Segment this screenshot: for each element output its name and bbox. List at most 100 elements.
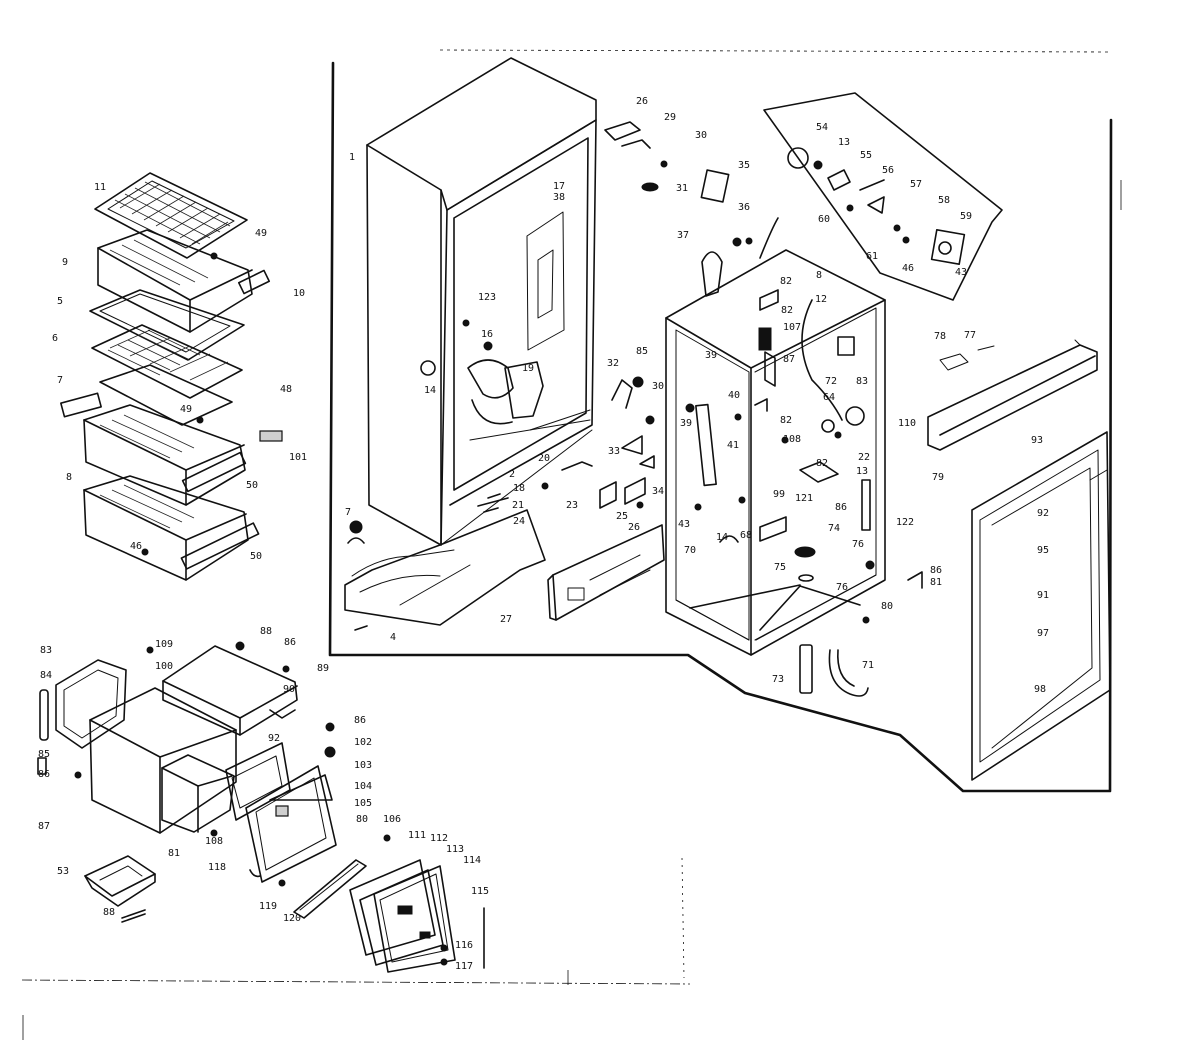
part-number-label: 31 (676, 183, 688, 194)
part-number-label: 10 (293, 288, 305, 299)
part-number-label: 30 (652, 381, 664, 392)
part-number-label: 43 (955, 267, 967, 278)
part-number-label: 81 (930, 577, 942, 588)
cabinet-shell (344, 57, 668, 631)
part-number-label: 83 (856, 376, 868, 387)
part-number-label: 7 (345, 507, 351, 518)
part-number-label: 90 (283, 684, 295, 695)
part-number-label: 54 (816, 122, 828, 133)
part-number-label: 8 (816, 270, 822, 281)
part-number-label: 6 (52, 333, 58, 344)
part-number-label: 32 (607, 358, 619, 369)
part-number-label: 92 (268, 733, 280, 744)
part-number-label: 85 (38, 749, 50, 760)
part-number-label: 34 (652, 486, 664, 497)
part-number-label: 84 (40, 670, 52, 681)
part-number-label: 40 (728, 390, 740, 401)
part-number-label: 116 (455, 940, 473, 951)
part-number-label: 50 (246, 480, 258, 491)
diagram-border (21, 49, 1122, 1040)
part-number-label: 74 (828, 523, 840, 534)
part-number-label: 81 (168, 848, 180, 859)
door-assembly (927, 339, 1111, 781)
part-number-label: 46 (130, 541, 142, 552)
part-number-label: 80 (356, 814, 368, 825)
part-number-label: 82 (780, 415, 792, 426)
fresh-food-liner (665, 217, 886, 697)
part-number-label: 98 (1034, 684, 1046, 695)
part-number-label: 49 (255, 228, 267, 239)
part-number-label: 4 (390, 632, 396, 643)
part-number-label: 9 (62, 257, 68, 268)
part-number-label: 102 (354, 737, 372, 748)
hardware-fasteners (420, 169, 923, 624)
part-number-label: 22 (858, 452, 870, 463)
part-number-label: 95 (1037, 545, 1049, 556)
part-number-label: 89 (317, 663, 329, 674)
part-number-label: 99 (773, 489, 785, 500)
part-number-label: 70 (684, 545, 696, 556)
part-number-label: 24 (513, 516, 525, 527)
part-number-label: 59 (960, 211, 972, 222)
part-number-label: 75 (774, 562, 786, 573)
part-number-label: 13 (856, 466, 868, 477)
part-number-label: 14 (424, 385, 436, 396)
part-number-label: 86 (930, 565, 942, 576)
part-number-label: 17 (553, 181, 565, 192)
part-number-label: 72 (825, 376, 837, 387)
part-number-label: 82 (816, 458, 828, 469)
part-number-label: 43 (678, 519, 690, 530)
part-number-label: 112 (430, 833, 448, 844)
part-number-label: 108 (783, 434, 801, 445)
part-number-label: 26 (636, 96, 648, 107)
part-number-label: 107 (783, 322, 801, 333)
part-number-label: 97 (1037, 628, 1049, 639)
part-number-label: 8 (66, 472, 72, 483)
part-number-label: 25 (616, 511, 628, 522)
part-number-label: 71 (862, 660, 874, 671)
part-number-label: 79 (932, 472, 944, 483)
part-number-label: 77 (964, 330, 976, 341)
part-number-label: 109 (155, 639, 173, 650)
part-number-label: 39 (680, 418, 692, 429)
part-number-label: 82 (780, 276, 792, 287)
part-number-label: 87 (783, 354, 795, 365)
part-number-label: 18 (513, 483, 525, 494)
part-number-label: 92 (1037, 508, 1049, 519)
part-number-label: 16 (481, 329, 493, 340)
part-number-label: 13 (838, 137, 850, 148)
part-number-label: 88 (103, 907, 115, 918)
part-number-label: 58 (938, 195, 950, 206)
part-number-label: 1 (349, 152, 355, 163)
part-number-label: 76 (836, 582, 848, 593)
part-number-label: 29 (664, 112, 676, 123)
part-number-label: 39 (705, 350, 717, 361)
part-number-label: 38 (553, 192, 565, 203)
part-number-label: 86 (835, 502, 847, 513)
part-number-label: 100 (155, 661, 173, 672)
part-number-label: 104 (354, 781, 372, 792)
part-number-label: 12 (815, 294, 827, 305)
part-number-label: 30 (695, 130, 707, 141)
part-number-label: 68 (740, 530, 752, 541)
part-number-label: 61 (866, 251, 878, 262)
part-number-label: 105 (354, 798, 372, 809)
part-number-label: 48 (280, 384, 292, 395)
part-number-label: 106 (383, 814, 401, 825)
part-number-label: 103 (354, 760, 372, 771)
part-number-label: 86 (284, 637, 296, 648)
part-number-label: 82 (781, 305, 793, 316)
part-number-label: 86 (354, 715, 366, 726)
part-number-label: 86 (38, 769, 50, 780)
part-number-label: 19 (522, 363, 534, 374)
part-number-label: 121 (795, 493, 813, 504)
part-number-label: 119 (259, 901, 277, 912)
part-number-label: 53 (57, 866, 69, 877)
part-number-label: 56 (882, 165, 894, 176)
part-number-label: 2 (509, 469, 515, 480)
part-number-label: 20 (538, 453, 550, 464)
part-number-label: 57 (910, 179, 922, 190)
part-number-label: 117 (455, 961, 473, 972)
part-number-label: 110 (898, 418, 916, 429)
